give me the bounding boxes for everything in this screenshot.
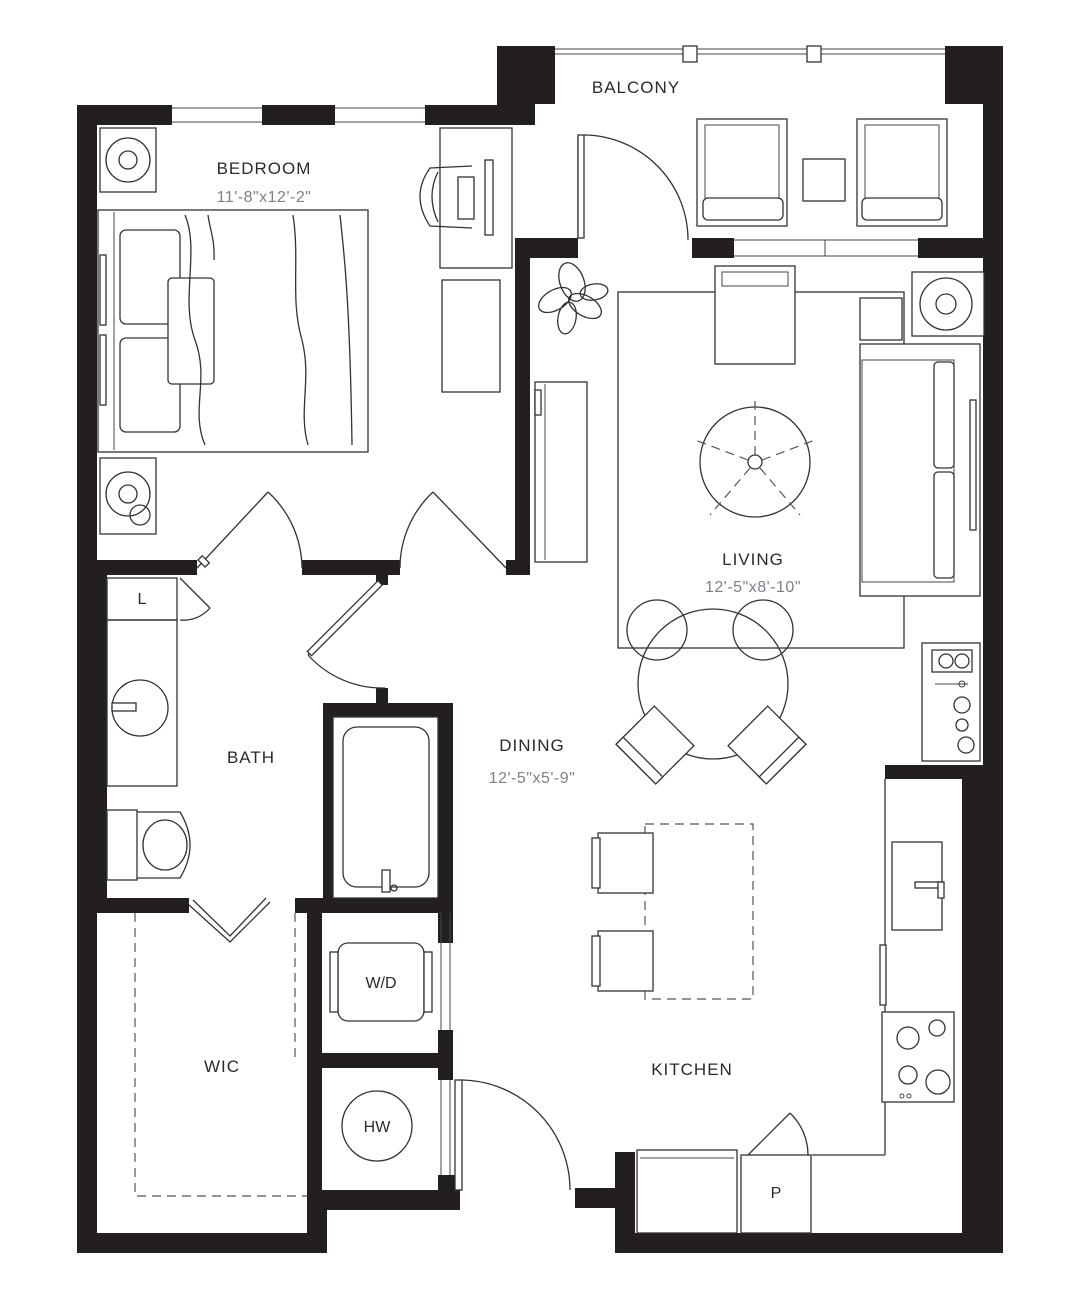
room-label-dining: DINING [499, 736, 565, 755]
room-label-wic: WIC [204, 1057, 240, 1076]
room-label-bath: BATH [227, 748, 275, 767]
kitchen-fixtures [636, 642, 981, 1234]
room-label-kitchen: KITCHEN [651, 1060, 733, 1079]
fixture-label-pantry: P [771, 1185, 782, 1202]
room-dimension-living: 12'-5"x8'-10" [705, 579, 801, 596]
fixture-label-linen: L [138, 591, 147, 608]
bedroom-furniture [97, 107, 513, 569]
fixture-label-washer-dryer: W/D [365, 975, 396, 992]
bath-fixtures [106, 577, 439, 943]
plant-icon [537, 262, 609, 335]
dining-furniture [591, 599, 807, 1000]
living-furniture [534, 262, 985, 649]
room-label-balcony: BALCONY [592, 78, 680, 97]
room-label-bedroom: BEDROOM [217, 159, 312, 178]
walls [77, 46, 1003, 1253]
balcony-area [555, 45, 948, 257]
fixture-label-water-heater: HW [364, 1119, 392, 1136]
ceiling-fan-icon [694, 400, 816, 518]
room-label-living: LIVING [722, 550, 784, 569]
room-dimension-bedroom: 11'-8"x12'-2" [217, 189, 312, 206]
utility-closets [329, 913, 571, 1191]
wic-area [134, 913, 307, 1197]
room-dimension-dining: 12'-5"x5'-9" [489, 770, 576, 787]
room-labels: BALCONY BEDROOM 11'-8"x12'-2" LIVING 12'… [138, 78, 801, 1202]
